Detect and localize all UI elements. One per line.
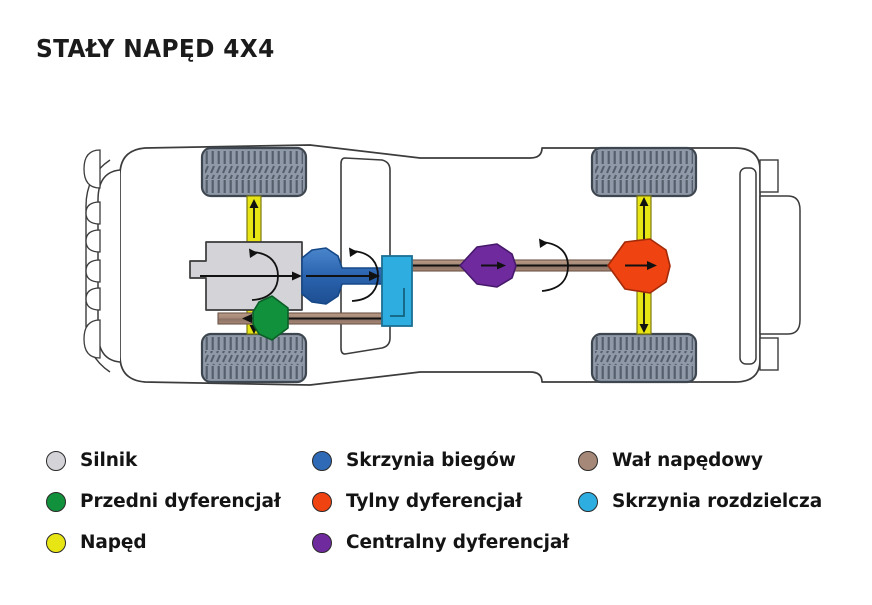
legend-dot-center-differential <box>312 532 332 553</box>
page-title: STAŁY NAPĘD 4X4 <box>36 34 275 63</box>
grille-slot-1 <box>85 201 101 225</box>
rear-bumper <box>759 195 801 335</box>
legend-label-rear-differential: Tylny dyferencjał <box>346 491 523 512</box>
legend-item-engine[interactable]: Silnik <box>46 440 281 481</box>
transfer-case-internal-line <box>390 288 405 317</box>
legend-label-transmission: Skrzynia biegów <box>346 450 516 471</box>
legend-dot-transmission <box>312 450 332 471</box>
legend-dot-front-differential <box>46 491 66 512</box>
wheel-rear-left <box>590 146 698 198</box>
drivetrain-diagram <box>0 120 872 430</box>
front-differential-body <box>252 295 289 341</box>
legend-label-driveshaft: Wał napędowy <box>612 450 763 471</box>
legend-column-3: Wał napędowy Skrzynia rozdzielcza <box>578 440 822 522</box>
grille-slot-2 <box>85 229 101 253</box>
transmission <box>301 247 383 305</box>
legend-item-transmission[interactable]: Skrzynia biegów <box>312 440 569 481</box>
engine <box>189 241 303 311</box>
grille-slot-4 <box>85 287 101 311</box>
legend-dot-driveshaft <box>578 450 598 471</box>
wheel-rear-right <box>590 332 698 384</box>
legend-label-engine: Silnik <box>80 450 138 471</box>
front-differential <box>252 295 289 341</box>
front-bumper <box>97 169 121 363</box>
legend-column-1: Silnik Przedni dyferencjał Napęd <box>46 440 281 563</box>
wheels <box>200 146 698 384</box>
legend-dot-drive <box>46 532 66 553</box>
transmission-rotation-arrow <box>351 250 379 302</box>
legend-label-center-differential: Centralny dyferencjał <box>346 532 570 553</box>
legend-label-front-differential: Przedni dyferencjał <box>80 491 281 512</box>
rear-gate-bar <box>739 167 757 365</box>
legend: Silnik Przedni dyferencjał Napęd Skrzyni… <box>0 440 872 580</box>
front-grille-slots <box>83 149 101 359</box>
legend-dot-transfer-case <box>578 491 598 512</box>
center-differential <box>459 238 569 292</box>
legend-column-2: Skrzynia biegów Tylny dyferencjał Centra… <box>312 440 569 563</box>
taillight-left <box>759 159 779 193</box>
legend-item-transfer-case[interactable]: Skrzynia rozdzielcza <box>578 481 822 522</box>
headlight-lower-icon <box>83 319 101 359</box>
headlight-upper-icon <box>83 149 101 189</box>
grille-slot-3 <box>85 259 101 283</box>
transfer-case <box>381 255 413 327</box>
legend-label-transfer-case: Skrzynia rozdzielcza <box>612 491 823 512</box>
cabin-outline <box>340 157 391 355</box>
wheel-front-right <box>200 332 308 384</box>
center-differential-rotation-arrow <box>541 241 569 292</box>
legend-item-front-differential[interactable]: Przedni dyferencjał <box>46 481 281 522</box>
legend-dot-engine <box>46 450 66 471</box>
wheel-front-left <box>200 146 308 198</box>
engine-rotation-arrow <box>251 251 279 301</box>
rear-differential <box>607 238 671 294</box>
legend-dot-rear-differential <box>312 491 332 512</box>
transfer-case-body <box>381 255 413 327</box>
legend-item-driveshaft[interactable]: Wał napędowy <box>578 440 822 481</box>
taillight-right <box>759 337 779 371</box>
legend-label-drive: Napęd <box>80 532 147 553</box>
drivetrain-svg <box>83 144 801 386</box>
legend-item-rear-differential[interactable]: Tylny dyferencjał <box>312 481 569 522</box>
legend-item-center-differential[interactable]: Centralny dyferencjał <box>312 522 569 563</box>
legend-item-drive[interactable]: Napęd <box>46 522 281 563</box>
